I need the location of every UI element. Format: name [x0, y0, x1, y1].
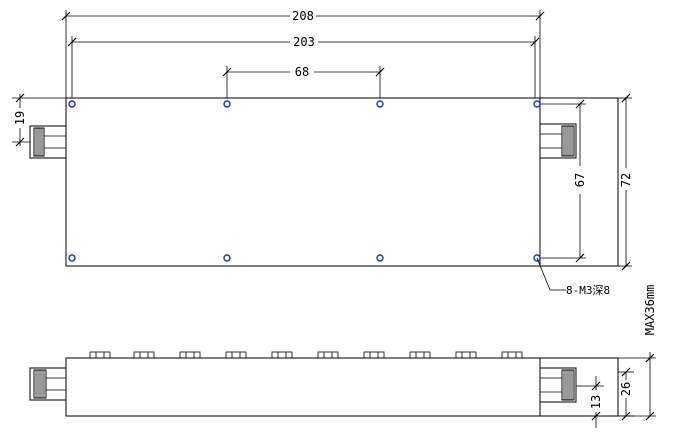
left-n-connector-top: [29, 125, 67, 159]
mounting-hole: [223, 254, 231, 262]
right-n-connector-top: [539, 123, 577, 159]
mounting-hole: [68, 100, 76, 108]
connector-body: [29, 125, 67, 159]
side-view-body-outline: [65, 357, 619, 417]
dim-label-hole-span-long: 203: [293, 35, 315, 49]
tuning-screws: [89, 351, 523, 359]
dimension-208: 208: [61, 9, 545, 98]
mounting-hole: [533, 100, 541, 108]
dimension-72: 72: [618, 93, 633, 271]
dimension-13: 13: [576, 376, 604, 428]
dim-label-max-height: MAX36mm: [643, 285, 657, 336]
connector-body: [539, 123, 577, 159]
dimension-19: 19: [12, 93, 66, 147]
connector-nut: [33, 127, 45, 157]
connector-body: [29, 367, 67, 401]
mounting-hole: [376, 100, 384, 108]
dimension-26: 26: [618, 367, 634, 421]
tuning-screw: [317, 351, 339, 359]
dim-label-hole-span-mid: 68: [295, 65, 309, 79]
dim-label-hole-span-vertical: 67: [573, 173, 587, 187]
tuning-screw: [179, 351, 201, 359]
dim-label-overall-length: 208: [292, 9, 314, 23]
right-n-connector-side: [539, 367, 577, 403]
top-view: 208 203 68: [12, 9, 633, 297]
mounting-hole: [376, 254, 384, 262]
mounting-hole: [68, 254, 76, 262]
tuning-screw: [501, 351, 523, 359]
tuning-screw: [89, 351, 111, 359]
dimension-68: 68: [222, 65, 385, 98]
dim-label-overall-width: 72: [619, 173, 633, 187]
dimension-max-height: MAX36mm: [618, 285, 657, 421]
mounting-hole: [223, 100, 231, 108]
dim-label-side-connector-height: 26: [619, 382, 633, 396]
tuning-screw: [409, 351, 431, 359]
side-view: MAX36mm 26 13: [29, 285, 657, 428]
connector-body: [539, 367, 577, 403]
tuning-screw: [271, 351, 293, 359]
mounting-holes: [68, 100, 541, 262]
left-n-connector-side: [29, 367, 67, 401]
top-view-body-outline: [65, 97, 619, 267]
tuning-screw: [455, 351, 477, 359]
dim-label-side-connector-center: 13: [589, 395, 603, 409]
mounting-hole-note: 8-M3深8: [566, 284, 610, 297]
mounting-hole-callout: 8-M3深8: [536, 257, 610, 297]
dimension-203: 203: [67, 35, 540, 98]
dim-label-connector-offset: 19: [13, 111, 27, 125]
dimension-67: 67: [540, 99, 587, 263]
tuning-screw: [363, 351, 385, 359]
tuning-screw: [133, 351, 155, 359]
tuning-screw: [225, 351, 247, 359]
